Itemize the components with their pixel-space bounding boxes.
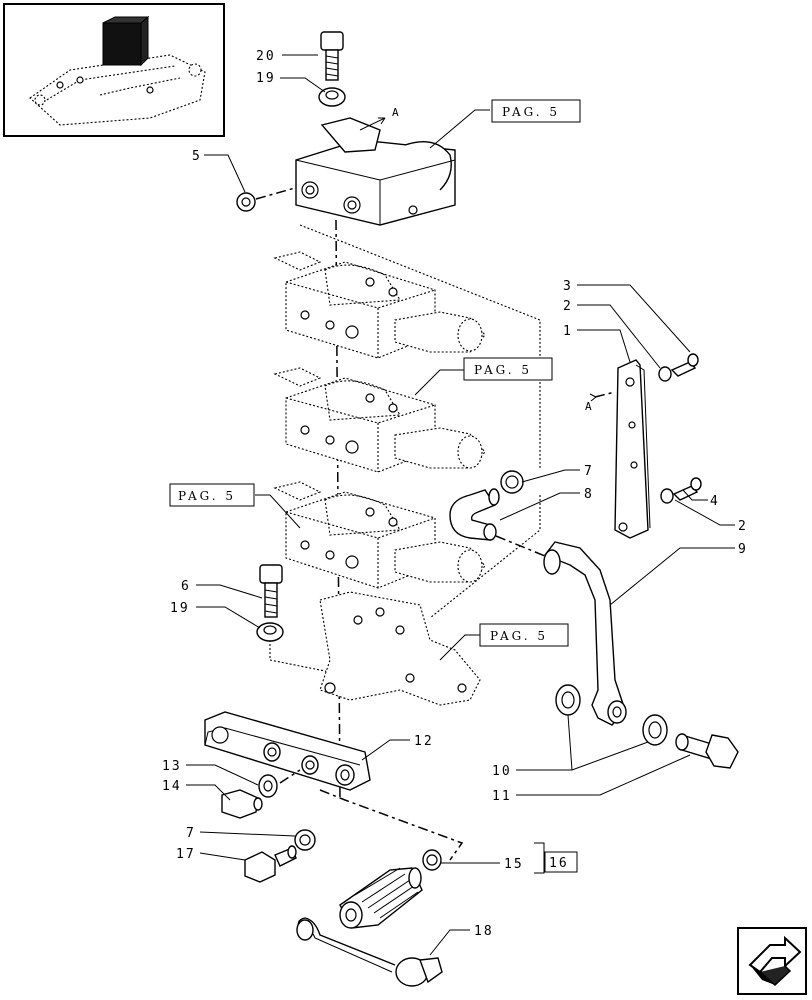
bracket-1 <box>614 359 651 539</box>
label-6: 6 <box>181 579 191 594</box>
next-page-arrow-icon[interactable] <box>737 927 807 995</box>
label-14: 14 <box>162 779 182 794</box>
label-15: 15 <box>504 857 524 872</box>
washer-2-top <box>658 366 672 382</box>
label-19-top: 19 <box>256 71 276 86</box>
nut-5 <box>236 192 256 212</box>
label-8: 8 <box>584 487 594 502</box>
washer-19-lower <box>256 622 284 642</box>
part-labels: 20 19 5 3 2 1 7 8 4 2 9 6 19 12 13 14 10… <box>162 49 748 939</box>
tractor-hitch-thumbnail-icon <box>29 15 206 126</box>
page-ref-left[interactable]: PAG. 5 <box>169 483 255 507</box>
leader-lines <box>186 54 735 956</box>
thumbnail-panel <box>3 3 225 137</box>
label-9: 9 <box>738 542 748 557</box>
arrow-a-top <box>359 117 386 131</box>
washer-19-top <box>318 87 346 107</box>
pipe-9 <box>543 541 627 726</box>
assembly-outline <box>299 224 541 468</box>
label-12: 12 <box>414 734 434 749</box>
bolt-3 <box>670 353 699 377</box>
fitting-17 <box>244 845 297 883</box>
page-ref-mid-text: PAG. 5 <box>474 363 532 377</box>
washer-10-right <box>642 714 668 746</box>
washer-13 <box>258 774 278 798</box>
dust-cap-18 <box>296 917 443 987</box>
boxed-label-16: 16 <box>544 851 578 873</box>
seal-7-upper <box>500 470 524 494</box>
quick-coupler-16 <box>339 867 423 929</box>
label-2-top: 2 <box>563 299 573 314</box>
page-ref-bottom[interactable]: PAG. 5 <box>479 623 569 647</box>
label-3: 3 <box>563 279 573 294</box>
valve-section-2 <box>273 367 486 473</box>
label-16: 16 <box>549 856 569 871</box>
view-marker-a-top: A <box>392 106 399 119</box>
page-ref-left-text: PAG. 5 <box>178 489 236 503</box>
base-block <box>319 591 481 706</box>
seal-7-lower <box>294 829 316 851</box>
centerline <box>255 187 296 200</box>
label-20: 20 <box>256 49 276 64</box>
page-ref-top-text: PAG. 5 <box>502 105 560 119</box>
page-ref-bottom-text: PAG. 5 <box>490 629 548 643</box>
elbow-fitting-8 <box>449 488 500 541</box>
valve-section-3 <box>273 481 486 589</box>
label-7-lower: 7 <box>186 826 196 841</box>
label-17: 17 <box>176 847 196 862</box>
page-ref-top[interactable]: PAG. 5 <box>491 99 581 123</box>
label-5: 5 <box>192 149 202 164</box>
plug-14 <box>221 789 263 819</box>
bolt-20 <box>320 31 344 81</box>
bolt-4 <box>672 477 702 501</box>
bolt-6 <box>259 564 283 618</box>
label-13: 13 <box>162 759 182 774</box>
label-10: 10 <box>492 764 512 779</box>
stack-centerline <box>335 219 341 801</box>
label-4: 4 <box>710 494 720 509</box>
label-19-lower: 19 <box>170 601 190 616</box>
view-marker-a-right: A <box>585 400 592 413</box>
label-11: 11 <box>492 789 512 804</box>
washer-10-left <box>555 684 581 716</box>
label-7-upper: 7 <box>584 464 594 479</box>
seal-15 <box>422 849 442 871</box>
banjo-bolt-11 <box>675 733 739 769</box>
manifold-plate-12 <box>204 711 371 791</box>
top-valve-body <box>295 117 456 226</box>
valve-section-1 <box>273 251 486 359</box>
page-ref-mid[interactable]: PAG. 5 <box>463 357 553 381</box>
label-2-bottom: 2 <box>738 519 748 534</box>
label-18: 18 <box>474 924 494 939</box>
washer-2-bottom <box>660 488 674 504</box>
label-1: 1 <box>563 324 573 339</box>
